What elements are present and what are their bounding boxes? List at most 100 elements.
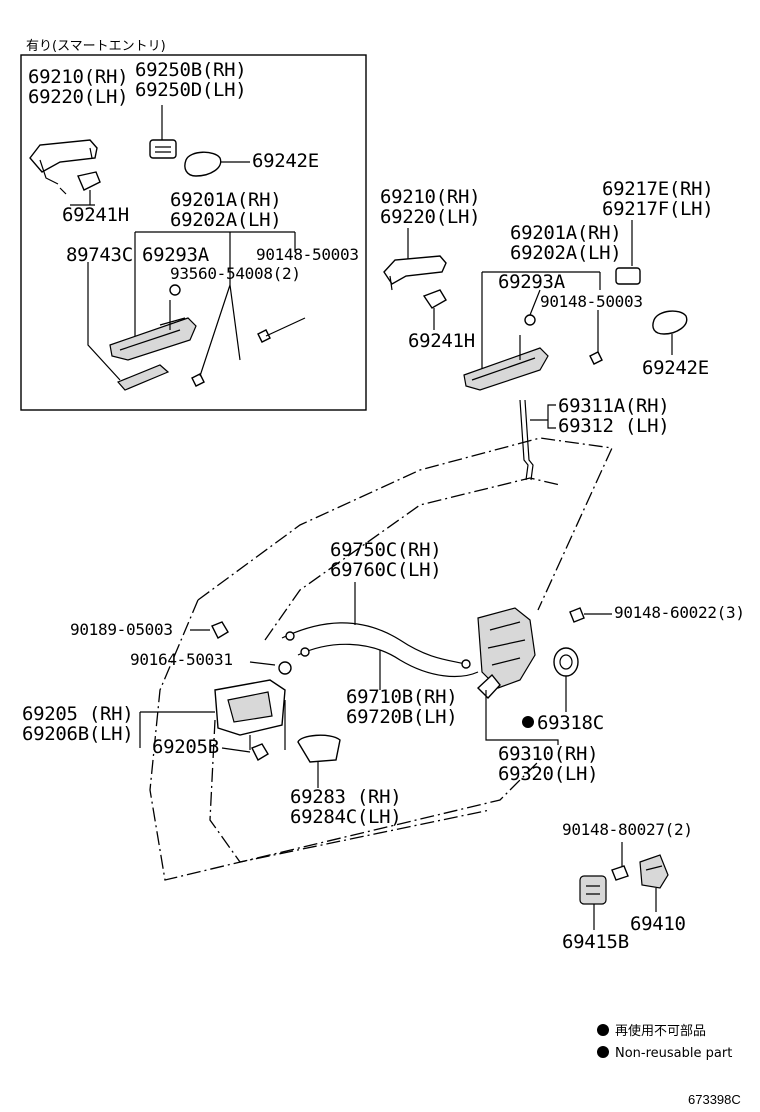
label-rod: 69293A bbox=[498, 271, 566, 293]
cable-group: 69750C(RH) 69760C(LH) 69710B(RH) 69720B(… bbox=[281, 539, 479, 728]
legend-en: Non-reusable part bbox=[615, 1046, 732, 1061]
label-lock-rod-rh: 69311A(RH) bbox=[558, 395, 669, 417]
door-lock-lever bbox=[476, 673, 501, 700]
lock-rod-edge bbox=[524, 399, 534, 481]
outer-handle-detail bbox=[389, 275, 393, 291]
lock-seal bbox=[553, 647, 579, 677]
label-lock-lh: 69320(LH) bbox=[498, 763, 598, 785]
inset-handle-gasket bbox=[77, 171, 101, 191]
striker-detail bbox=[645, 865, 663, 871]
label-bezel: 69205B bbox=[152, 736, 219, 758]
inset-leader-f bbox=[87, 262, 121, 381]
label-screw-2: 90164-50031 bbox=[130, 650, 233, 669]
cable-upper bbox=[281, 622, 471, 666]
label-striker: 69410 bbox=[630, 913, 686, 935]
lock-screw bbox=[569, 607, 585, 623]
outer-handle bbox=[383, 255, 447, 285]
door-lower-inner bbox=[209, 719, 491, 863]
leader-inner bbox=[139, 711, 215, 748]
door-lock-group: 69310(RH) 69320(LH) 90148-60022(3) 69318… bbox=[476, 603, 745, 785]
lock-seal-inner bbox=[559, 654, 573, 670]
inset-label-d: 69241H bbox=[62, 204, 129, 226]
door-outline bbox=[149, 437, 613, 881]
label-cap-rh: 69217E(RH) bbox=[602, 178, 713, 200]
inset-frame bbox=[20, 54, 367, 411]
inset-label-c: 69242E bbox=[252, 150, 319, 172]
label-frame-rh: 69201A(RH) bbox=[510, 222, 621, 244]
inset-bracket bbox=[134, 231, 296, 340]
label-lock-screw: 90148-60022(3) bbox=[614, 603, 745, 622]
label-seal: 69318C bbox=[537, 712, 604, 734]
inset-label-b1: 69250B(RH) bbox=[135, 59, 246, 81]
inset-label-a1: 69210(RH) bbox=[28, 66, 128, 88]
label-cable2-lh: 69720B(LH) bbox=[346, 706, 457, 728]
label-cable-lh: 69760C(LH) bbox=[330, 559, 441, 581]
inset-key-cover-lines bbox=[155, 146, 171, 153]
frame-bolt bbox=[589, 351, 603, 365]
screw-1 bbox=[211, 621, 229, 639]
leader-lock-rod bbox=[530, 404, 556, 429]
cover-group: 69283 (RH) 69284C(LH) bbox=[290, 734, 402, 828]
handle-frame-detail bbox=[471, 335, 536, 381]
inset-plate bbox=[116, 364, 170, 391]
label-inner-rh: 69205 (RH) bbox=[22, 703, 133, 725]
screw-2 bbox=[278, 661, 292, 675]
frame-bracket bbox=[481, 271, 601, 370]
inset-rod-clip bbox=[169, 284, 181, 296]
striker-screw bbox=[611, 865, 629, 881]
label-cap-lh: 69217F(LH) bbox=[602, 198, 713, 220]
label-frame-lh: 69202A(LH) bbox=[510, 242, 621, 264]
door-lower-outline bbox=[149, 599, 541, 881]
inset-leader-i bbox=[199, 284, 241, 377]
handle-cover bbox=[297, 734, 341, 763]
leader-bezel bbox=[221, 747, 251, 753]
label-lock-rh: 69310(RH) bbox=[498, 743, 598, 765]
cable-lower bbox=[297, 643, 479, 678]
striker-plate bbox=[579, 875, 607, 905]
handle-pad bbox=[652, 310, 688, 335]
label-pad: 69242E bbox=[642, 357, 709, 379]
inset-label-i: 93560-54008(2) bbox=[170, 264, 301, 283]
label-cover-lh: 69284C(LH) bbox=[290, 806, 401, 828]
non-reusable-dot bbox=[522, 716, 534, 728]
inset-pad bbox=[184, 151, 222, 177]
label-gasket: 69241H bbox=[408, 330, 475, 352]
diagram-code: 673398C bbox=[688, 1092, 741, 1107]
inset-label-e1: 69201A(RH) bbox=[170, 189, 281, 211]
inset-label-b2: 69250D(LH) bbox=[135, 79, 246, 101]
label-bolt: 90148-50003 bbox=[540, 292, 643, 311]
outer-handle-group: 69210(RH) 69220(LH) 69241H 69217E(RH) 69… bbox=[380, 178, 714, 391]
inset-label-f: 89743C bbox=[66, 244, 133, 266]
inset-label-e2: 69202A(LH) bbox=[170, 209, 281, 231]
label-cover-rh: 69283 (RH) bbox=[290, 786, 401, 808]
label-cable-rh: 69750C(RH) bbox=[330, 539, 441, 561]
inset-frame-detail bbox=[119, 300, 186, 351]
label-screw-1: 90189-05003 bbox=[70, 620, 173, 639]
label-handle-lh: 69220(LH) bbox=[380, 206, 480, 228]
inset-leader-h bbox=[265, 317, 306, 337]
leader-screw-2 bbox=[249, 661, 276, 666]
label-striker-screw: 90148-80027(2) bbox=[562, 820, 693, 839]
label-lock-rod-lh: 69312 (LH) bbox=[558, 415, 669, 437]
inset-key-cover bbox=[149, 139, 177, 159]
inner-screws-group: 90189-05003 90164-50031 bbox=[70, 620, 292, 675]
inner-handle-group: 69205 (RH) 69206B(LH) 69205B bbox=[22, 679, 286, 761]
label-plate: 69415B bbox=[562, 931, 629, 953]
legend: 再使用不可部品 Non-reusable part bbox=[597, 1023, 732, 1061]
cable-end-2 bbox=[300, 647, 310, 657]
handle-frame bbox=[463, 347, 549, 391]
label-handle-rh: 69210(RH) bbox=[380, 186, 480, 208]
smart-entry-inset: 有り(スマートエントリ) 69210(RH) 69220(LH) 69250B(… bbox=[20, 39, 367, 411]
inset-label-h: 90148-50003 bbox=[256, 245, 359, 264]
label-inner-lh: 69206B(LH) bbox=[22, 723, 133, 745]
door-window-frame bbox=[197, 437, 613, 611]
leader-lock bbox=[485, 690, 559, 745]
cable-end-1 bbox=[285, 631, 295, 641]
inset-outer-handle bbox=[29, 139, 98, 173]
rod-clip bbox=[524, 314, 536, 326]
legend-jp: 再使用不可部品 bbox=[615, 1023, 706, 1039]
striker-plate-detail bbox=[586, 885, 600, 895]
striker-group: 90148-80027(2) 69410 69415B bbox=[562, 820, 693, 953]
inset-handle-detail bbox=[39, 147, 93, 185]
